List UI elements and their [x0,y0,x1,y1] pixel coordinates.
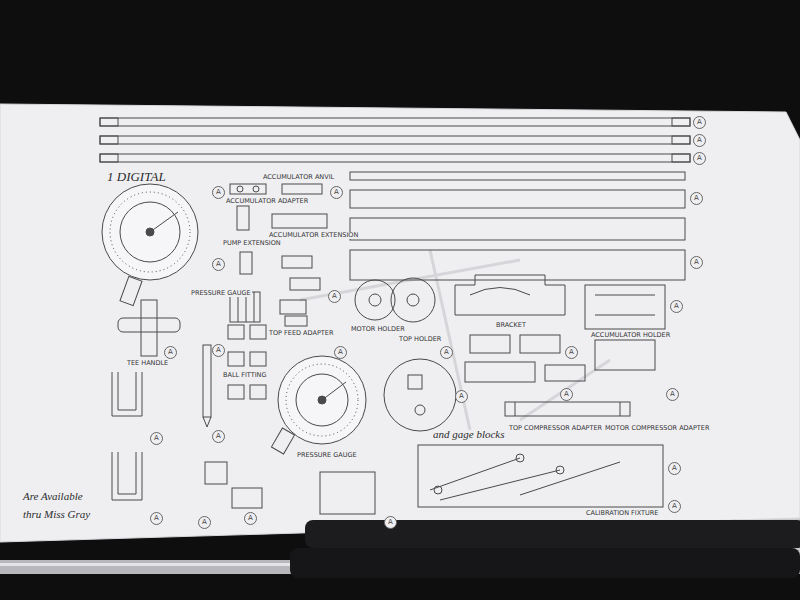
part-label: TOP HOLDER [398,336,442,343]
foreground-rods [0,520,800,578]
callout-marker: A [384,516,397,529]
callout-marker: A [668,462,681,475]
part-label: MOTOR COMPRESSOR ADAPTER [604,425,710,432]
callout-marker: A [693,134,706,147]
part-label: TOP COMPRESSOR ADAPTER [508,425,603,432]
part-label: BRACKET [495,322,527,329]
callout-marker: A [565,346,578,359]
handwritten-note: thru Miss Gray [22,508,91,521]
part-label: PRESSURE GAUGE [190,290,252,297]
callout-marker: A [693,116,706,129]
part-label: MOTOR HOLDER [350,326,406,333]
callout-marker: A [212,344,225,357]
callout-marker: A [198,516,211,529]
paper-sheet [0,104,800,542]
callout-marker: A [440,346,453,359]
callout-marker: A [212,258,225,271]
callout-marker: A [690,256,703,269]
handwritten-note: and gage blocks [432,428,505,441]
part-label: ACCUMULATOR ADAPTER [225,198,309,205]
part-label: ACCUMULATOR HOLDER [590,332,671,339]
callout-marker: A [668,500,681,513]
part-label: ACCUMULATOR ANVIL [262,174,335,181]
part-label: PUMP EXTENSION [222,240,282,247]
tool-outlines [100,118,690,514]
part-label: CALIBRATION FIXTURE [585,510,659,517]
callout-marker: A [334,346,347,359]
callout-marker: A [330,186,343,199]
callout-marker: A [666,388,679,401]
callout-marker: A [693,152,706,165]
handwritten-note: 1 DIGITAL [106,170,167,185]
callout-marker: A [455,390,468,403]
callout-marker: A [212,430,225,443]
part-label: BALL FITTING [222,372,268,379]
callout-marker: A [164,346,177,359]
callout-marker: A [560,388,573,401]
callout-marker: A [328,290,341,303]
callout-marker: A [670,300,683,313]
part-label: TOP FEED ADAPTER [268,330,334,337]
part-label: TEE HANDLE [126,360,169,367]
callout-marker: A [690,192,703,205]
callout-marker: A [244,512,257,525]
part-label: ACCUMULATOR EXTENSION [268,232,359,239]
part-label: PRESSURE GAUGE [296,452,358,459]
handwritten-note: Are Available [22,490,84,503]
callout-marker: A [150,432,163,445]
callout-marker: A [212,186,225,199]
callout-marker: A [150,512,163,525]
